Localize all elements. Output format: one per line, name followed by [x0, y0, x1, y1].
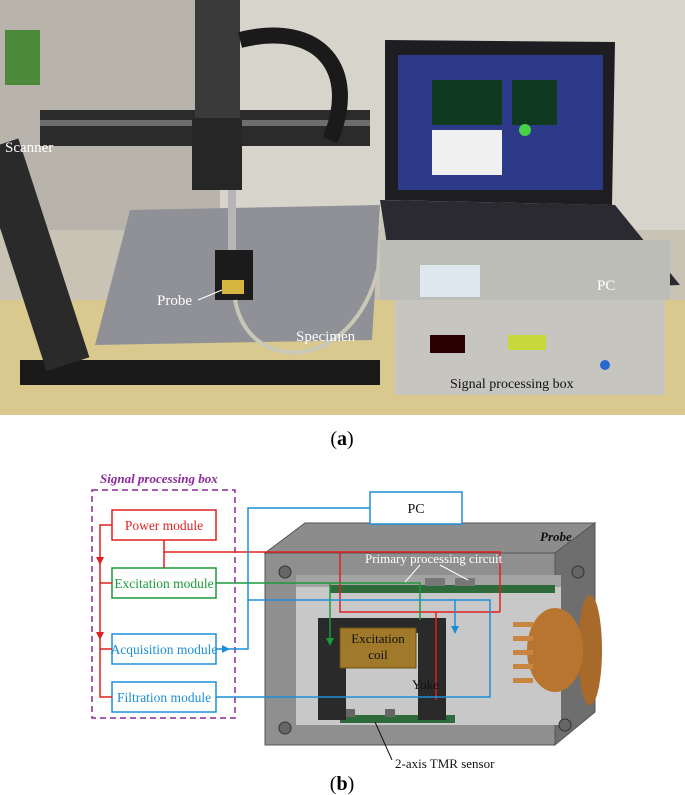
probe-screw-1 — [278, 565, 292, 579]
probe-pointer-line — [197, 289, 223, 301]
primary-circuit-pointer-2 — [439, 564, 469, 581]
signal-box-display-lcd — [508, 335, 546, 350]
scanner-carriage — [192, 118, 242, 190]
probe-screw-3 — [278, 721, 292, 735]
signal-box-keypad — [420, 265, 480, 297]
scanner-base — [20, 360, 380, 385]
scanner-vertical-column — [195, 0, 240, 120]
tmr-pointer — [374, 721, 393, 761]
power-module-label: Power module — [125, 518, 203, 533]
excitation-module-label: Excitation module — [114, 576, 213, 591]
excitation-coil — [339, 627, 417, 669]
tmr-sensor-label: 2-axis TMR sensor — [395, 756, 495, 771]
yoke-right-leg — [418, 625, 446, 720]
label-scanner: Scanner — [5, 140, 53, 156]
connector-pins — [513, 622, 533, 683]
label-specimen: Specimen — [296, 329, 356, 345]
pc-label: PC — [407, 502, 424, 517]
excitation-coil-label-2: coil — [368, 647, 388, 662]
arrow-into-acquisition — [222, 645, 230, 653]
probe-screw-2 — [571, 565, 585, 579]
arrow-to-excitation — [96, 557, 104, 565]
primary-circuit-pointer-1 — [404, 564, 421, 583]
pc-box — [369, 491, 463, 525]
filtration-module-box — [111, 681, 217, 713]
label-probe: Probe — [157, 293, 192, 309]
yoke-label: Yoke — [412, 677, 439, 692]
caption-a-text: (a) — [330, 428, 353, 450]
tmr-chip-2 — [385, 709, 395, 717]
primary-circuit-board — [330, 585, 555, 593]
power-wiring — [99, 524, 501, 700]
probe-connector-face — [527, 608, 583, 692]
excitation-coil-label-1: Excitation — [351, 631, 405, 646]
label-signal-box: Signal processing box — [450, 377, 574, 392]
excitation-module-box — [111, 567, 217, 599]
screen-panel-2 — [512, 80, 557, 125]
arrow-from-probe — [451, 626, 459, 634]
scanner-shaft — [228, 190, 236, 250]
arrow-into-coil — [326, 638, 334, 646]
excitation-wiring — [216, 582, 421, 640]
probe-connector-flange — [578, 595, 602, 705]
circuit-chip-2 — [455, 578, 475, 586]
screen-panel-1 — [432, 80, 502, 125]
signal-box-display-red — [430, 335, 465, 353]
primary-circuit-label: Primary processing circuit — [365, 551, 503, 566]
acquisition-module-box — [111, 633, 217, 665]
probe-label-yellow — [222, 280, 244, 294]
signal-box-knob — [600, 360, 610, 370]
probe-screw-4 — [558, 718, 572, 732]
label-pc: PC — [597, 278, 615, 294]
panel-a-photo: Scanner Probe Specimen PC Signal process… — [0, 0, 685, 415]
probe-title: Probe — [540, 529, 572, 544]
screen-panel-3 — [432, 130, 502, 175]
scanner-left-rail — [0, 138, 90, 372]
acquisition-wiring — [216, 507, 491, 698]
probe-cable — [233, 203, 396, 355]
screen-indicator — [519, 124, 531, 136]
acquisition-module-label: Acquisition module — [111, 642, 218, 657]
signal-box-outline — [91, 489, 236, 719]
photo-green-object — [5, 30, 40, 85]
arrow-to-acquisition — [96, 632, 104, 640]
panel-b-diagram: Signal processing box PC Power module Ex… — [91, 471, 602, 795]
signal-box-title: Signal processing box — [100, 471, 218, 486]
tmr-chip-1 — [345, 709, 355, 717]
filtration-module-label: Filtration module — [117, 690, 211, 705]
caption-a: (a) — [330, 428, 353, 450]
tmr-sensor-board — [340, 715, 455, 723]
cable-chain — [238, 27, 348, 144]
caption-b-text: (b) — [330, 773, 354, 795]
circuit-chip-1 — [425, 578, 445, 586]
